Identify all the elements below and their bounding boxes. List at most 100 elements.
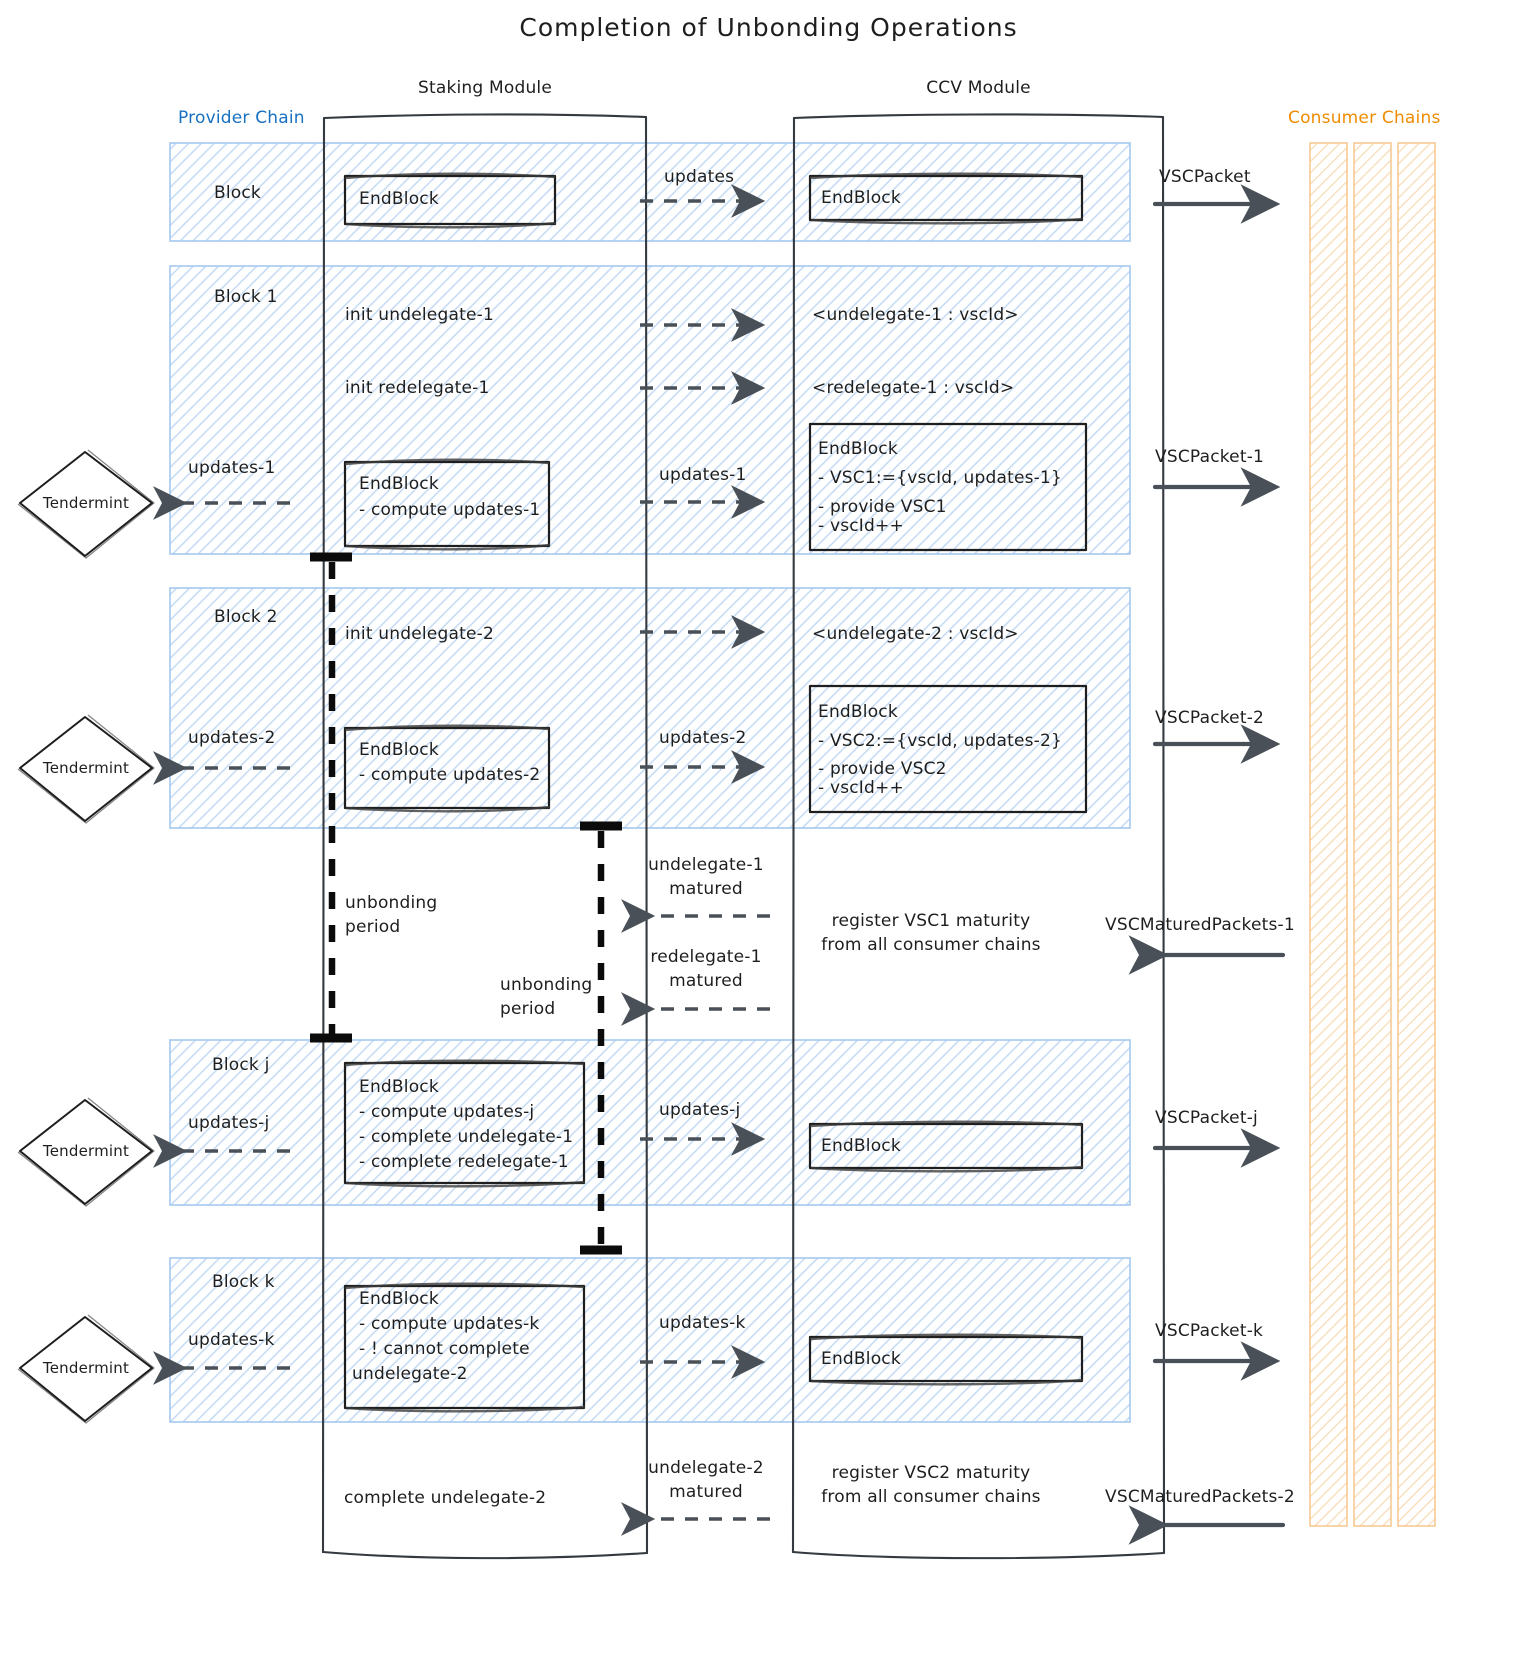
staking-module-lifeline [321,113,649,1560]
msg-right-2-0: <undelegate-2 : vscId> [812,624,1019,644]
consumer-chain-3 [1397,142,1436,1527]
box-staking-endblock-2 [343,724,551,813]
tendermint-label-4: Tendermint [42,1359,130,1377]
updates-arrow-label-1: updates-1 [659,465,747,485]
ccv-endblock-text-2-1: - VSC2:={vscId, updates-2} [818,731,1063,751]
register-vsc1-maturity-line2: from all consumer chains [821,935,1041,955]
complete-undelegate-2-label: complete undelegate-2 [344,1488,547,1508]
staking-endblock-text-j-3: - complete redelegate-1 [359,1152,569,1172]
staking-endblock-text-2-0: EndBlock [359,740,439,760]
band-block [169,142,1131,242]
updates-arrow-label-2: updates-2 [659,728,747,748]
staking-endblock-text-j-0: EndBlock [359,1077,439,1097]
block-name-2: Block 2 [214,607,278,627]
box-ccv-endblock-2 [808,684,1088,814]
block-name-0: Block [214,183,261,203]
updates-arrow-label-0: updates [664,167,735,187]
ccv-endblock-text-1-0: EndBlock [818,439,898,459]
band-block-k [169,1257,1131,1423]
staking-endblock-text-k-2: - ! cannot complete [359,1339,530,1359]
updates-arrow-label-j: updates-j [659,1100,741,1120]
vscpacket-label-1: VSCPacket-1 [1155,447,1265,467]
consumer-chain-lifelines [1309,142,1436,1527]
staking-endblock-text-k-1: - compute updates-k [359,1314,540,1334]
tendermint-actor-icons [17,449,155,1424]
register-vsc2-maturity-line2: from all consumer chains [821,1487,1041,1507]
vscpacket-label-k: VSCPacket-k [1155,1321,1264,1341]
box-staking-endblock-1 [343,458,551,551]
undelegate-1-matured-line2: matured [669,879,743,899]
staking-endblock-text-1-0: EndBlock [359,474,439,494]
message-arrows [153,184,770,1536]
staking-endblock-text-j-2: - complete undelegate-1 [359,1127,574,1147]
ccv-endblock-text-j: EndBlock [821,1136,901,1156]
vscpacket-label-j: VSCPacket-j [1155,1108,1258,1128]
tendermint-diamond-4 [19,1316,153,1422]
ccv-endblock-text-1-1: - VSC1:={vscId, updates-1} [818,468,1063,488]
msg-right-1-1: <redelegate-1 : vscId> [812,378,1015,398]
updates-arrow-label-k: updates-k [659,1313,746,1333]
ccv-endblock-text-1-3: - vscId++ [818,516,904,536]
unbonding-period-2 [580,821,622,1255]
register-vsc1-maturity-line1: register VSC1 maturity [831,911,1031,931]
register-vsc2-maturity-line1: register VSC2 maturity [831,1463,1031,1483]
box-staking-endblock-0 [343,172,557,229]
msg-left-2-0: init undelegate-2 [345,624,494,644]
box-ccv-endblock-1 [808,422,1088,552]
redelegate-1-matured-line2: matured [669,971,743,991]
tendermint-diamond-1 [19,451,153,557]
ccv-module-lifeline [791,113,1166,1560]
tendermint-label-1: Tendermint [42,494,130,512]
band-block-1 [169,265,1131,555]
tendermint-arrow-label-k: updates-k [188,1330,275,1350]
tendermint-arrow-label-j: updates-j [188,1113,270,1133]
vscpacket-label-0: VSCPacket [1159,167,1251,187]
msg-left-1-1: init redelegate-1 [345,378,490,398]
consumer-chain-1 [1309,142,1348,1527]
box-ccv-endblock-0 [808,172,1084,225]
box-ccv-endblock-j [808,1120,1084,1173]
ccv-endblock-text-1-2: - provide VSC1 [818,497,947,517]
unbonding-period-label-2-line1: unbonding [500,975,593,995]
tendermint-label-2: Tendermint [42,759,130,777]
box-staking-endblock-k [343,1282,586,1413]
ccv-endblock-text-2-3: - vscId++ [818,778,904,798]
staking-endblock-text-j-1: - compute updates-j [359,1102,535,1122]
box-ccv-endblock-k [808,1333,1084,1386]
consumer-chains-label: Consumer Chains [1288,108,1441,128]
tendermint-diamond-3 [19,1099,153,1205]
staking-endblock-text-k-3: undelegate-2 [352,1364,468,1384]
staking-module-header: Staking Module [417,78,553,98]
tendermint-diamond-2 [19,716,153,822]
vscmaturedpackets-label-2: VSCMaturedPackets-2 [1105,1487,1295,1507]
redelegate-1-matured-line1: redelegate-1 [650,947,762,967]
staking-endblock-text-2-1: - compute updates-2 [359,765,541,785]
block-name-j: Block j [212,1055,270,1075]
undelegate-2-matured-line1: undelegate-2 [648,1458,764,1478]
msg-left-1-0: init undelegate-1 [345,305,494,325]
tendermint-arrow-label-2: updates-2 [188,728,276,748]
vscpacket-label-2: VSCPacket-2 [1155,708,1265,728]
undelegate-2-matured-line2: matured [669,1482,743,1502]
ccv-endblock-text-0: EndBlock [821,188,901,208]
staking-endblock-text-0: EndBlock [359,189,439,209]
unbonding-period-label-1-line2: period [345,917,401,937]
tendermint-label-3: Tendermint [42,1142,130,1160]
unbonding-period-label-1-line1: unbonding [345,893,438,913]
consumer-chain-2 [1353,142,1392,1527]
packet-arrows [1128,184,1286,1545]
staking-endblock-text-1-1: - compute updates-1 [359,500,541,520]
unbonding-period-markers [310,552,622,1255]
page-title: Completion of Unbonding Operations [519,13,1018,42]
msg-right-1-0: <undelegate-1 : vscId> [812,305,1019,325]
unbonding-period-label-2-line2: period [500,999,556,1019]
ccv-endblock-text-k: EndBlock [821,1349,901,1369]
block-bands [169,142,1131,1423]
provider-chain-label: Provider Chain [178,108,305,128]
ccv-endblock-text-2-0: EndBlock [818,702,898,722]
staking-endblock-text-k-0: EndBlock [359,1289,439,1309]
undelegate-1-matured-line1: undelegate-1 [648,855,764,875]
box-staking-endblock-j [343,1059,586,1188]
block-name-k: Block k [212,1272,275,1292]
